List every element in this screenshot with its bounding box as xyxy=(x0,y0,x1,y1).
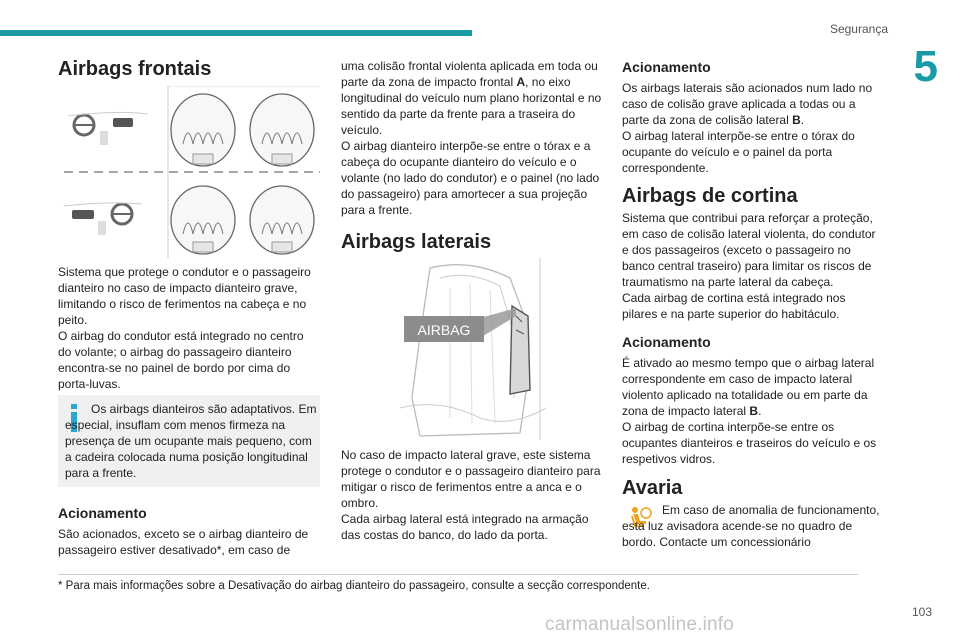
top-dashboard-icon xyxy=(67,111,149,145)
col2-paragraph-1: uma colisão frontal violenta aplicada em… xyxy=(341,59,602,137)
title-avaria: Avaria xyxy=(622,477,683,499)
col2-paragraph-2: O airbag dianteiro interpõe-se entre o t… xyxy=(341,139,600,217)
airbag-balloon-top-left xyxy=(170,93,236,167)
bottom-dashboard-icon xyxy=(63,202,143,235)
airbag-warning-light-icon xyxy=(624,503,654,533)
col3-paragraph-5: É ativado ao mesmo tempo que o airbag la… xyxy=(622,356,875,418)
airbag-balloon-top-right xyxy=(249,93,315,167)
col1-paragraph-1: Sistema que protege o condutor e o passa… xyxy=(58,265,311,327)
chapter-number: 5 xyxy=(913,42,938,91)
airbag-label-box xyxy=(404,316,484,342)
col3-paragraph-7: Em caso de anomalia de funcionamento, es… xyxy=(622,503,880,549)
footer-divider xyxy=(58,574,858,575)
col3-paragraph-2: O airbag lateral interpõe-se entre o tór… xyxy=(622,129,855,175)
col2-paragraph-4: Cada airbag lateral está integrado na ar… xyxy=(341,512,589,542)
title-airbags-frontais: Airbags frontais xyxy=(58,58,212,80)
col3-paragraph-3: Sistema que contribui para reforçar a pr… xyxy=(622,211,876,289)
col3-paragraph-4: Cada airbag de cortina está integrado no… xyxy=(622,291,846,321)
footnote: * Para mais informações sobre a Desativa… xyxy=(58,580,650,592)
heading-acionamento-frontal: Acionamento xyxy=(58,505,147,521)
airbag-label: AIRBAG xyxy=(418,322,471,338)
frontal-airbags-illustration xyxy=(63,86,320,258)
info-icon xyxy=(71,404,77,432)
heading-acionamento-cortina: Acionamento xyxy=(622,334,711,350)
col2-paragraph-3: No caso de impacto lateral grave, este s… xyxy=(341,448,601,510)
info-box: Os airbags dianteiros são adaptativos. E… xyxy=(58,395,320,487)
seat-side-airbag-illustration: AIRBAG xyxy=(400,258,546,440)
info-text: Os airbags dianteiros são adaptativos. E… xyxy=(65,402,317,480)
col3-paragraph-6: O airbag de cortina interpõe-se entre os… xyxy=(622,420,877,466)
col1-paragraph-2: O airbag do condutor está integrado no c… xyxy=(58,329,304,391)
page-number: 103 xyxy=(911,605,932,619)
col1-paragraph-3: São acionados, exceto se o airbag diante… xyxy=(58,527,309,557)
header-bar xyxy=(0,30,472,36)
airbag-balloon-bottom-left xyxy=(170,185,236,255)
title-airbags-cortina: Airbags de cortina xyxy=(622,185,798,207)
airbag-balloon-bottom-right xyxy=(249,185,315,255)
watermark: carmanualsonline.info xyxy=(545,614,735,635)
section-title: Segurança xyxy=(829,22,888,36)
col3-paragraph-1: Os airbags laterais são acionados num la… xyxy=(622,81,873,127)
heading-acionamento-lateral: Acionamento xyxy=(622,59,711,75)
title-airbags-laterais: Airbags laterais xyxy=(341,231,492,253)
